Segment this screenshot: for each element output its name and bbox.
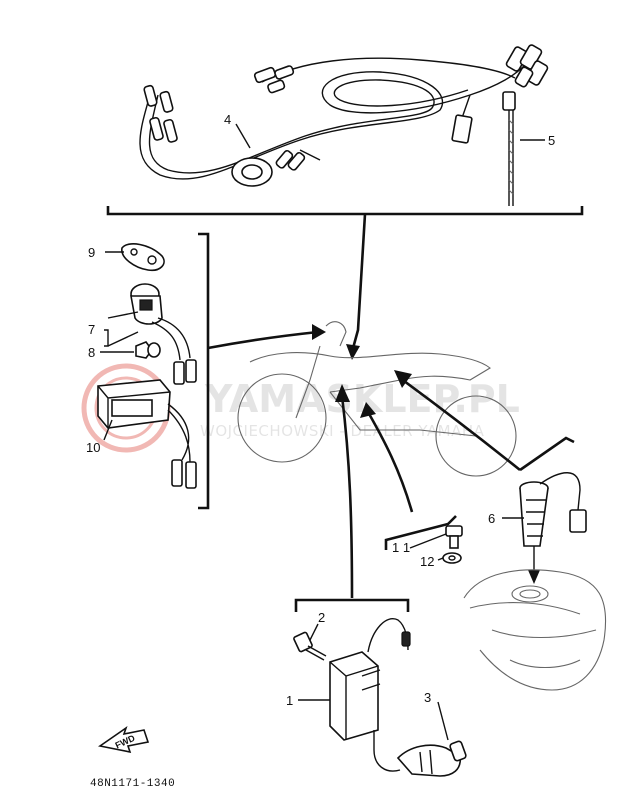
spark-plug-cap [396,740,467,777]
arrow-head [335,384,350,402]
ignition-arrow [340,395,354,599]
ignition-bolt [293,631,327,661]
throttle-bracket [519,436,575,472]
arrow-head [360,402,376,418]
main-switch [130,283,197,385]
wire-harness [139,44,549,187]
leader-lines [100,123,545,741]
left-group-bracket [198,232,210,510]
top-group-bracket [106,206,584,216]
callout-4: 4 [224,112,231,127]
washer [442,552,462,564]
arrow-head [312,324,326,340]
diagram-code: 48N1171-1340 [90,778,175,790]
stop-plate [121,243,165,272]
throttle-switch [519,472,587,584]
motorcycle-outline [237,321,517,477]
callout-11: 1 1 [392,540,410,555]
bracket-to-bike-arrow [350,213,367,353]
callout-5: 5 [548,133,555,148]
arrow-head [394,370,412,388]
arrow-head [528,570,540,584]
throttle-arrow [399,376,521,472]
cdi-unit [97,379,197,489]
bottom-group-bracket [294,598,410,612]
arrow-head [346,344,360,360]
callout-6: 6 [488,511,495,526]
callout-8: 8 [88,345,95,360]
callout-labels: 4 5 9 7 8 10 6 1 1 12 2 1 3 [86,112,555,708]
indicator-bulb [135,341,161,359]
callout-9: 9 [88,245,95,260]
callout-12: 12 [420,554,434,569]
handlebar-housing [463,569,607,691]
right-group-bracket [384,515,457,550]
callout-3: 3 [424,690,431,705]
fwd-direction-icon: FWD [97,725,150,754]
watermark-subtitle: WOJCIECHOWSKI - DEALER YAMAHA [200,422,485,440]
cable-tie [502,91,516,206]
bolt-arrow [366,411,414,513]
callout-7: 7 [88,322,95,337]
bolt [445,525,463,549]
callout-10: 10 [86,440,100,455]
ignition-coil [329,618,411,772]
callout-2: 2 [318,610,325,625]
callout-1: 1 [286,693,293,708]
left-bracket-arrow [207,330,319,350]
